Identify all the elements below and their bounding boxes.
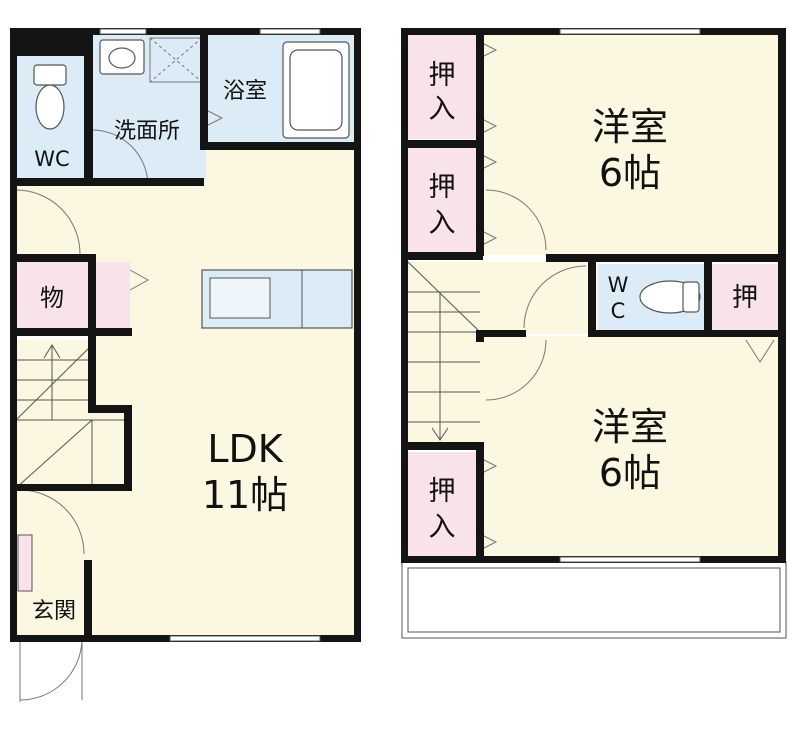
door-swings-1f [15, 109, 224, 702]
wc2-label-c: C [611, 299, 626, 323]
storage-floor [16, 262, 88, 330]
stairs2-floor [408, 262, 480, 442]
wc2-label-w: W [608, 273, 629, 297]
closet3-label-top: 押 [429, 476, 456, 507]
washbasin-icon [99, 39, 145, 75]
wc1-label: WC [34, 147, 69, 171]
closet1-floor [408, 35, 476, 139]
balcony [401, 561, 787, 639]
western1-size-label: 6帖 [599, 151, 661, 195]
bathroom-label: 浴室 [223, 79, 267, 104]
western2-size-label: 6帖 [599, 451, 661, 495]
stairs-1f [15, 344, 130, 489]
first-floor [10, 28, 361, 702]
ldk-size-label: 11帖 [202, 473, 288, 517]
kitchen-counter [201, 269, 353, 329]
stairs-floor [16, 340, 130, 488]
room-labels: WC 洗面所 浴室 物 玄関 LDK 11帖 洋室 6帖 洋室 6帖 W C 押… [32, 60, 758, 624]
toilet-icon [33, 64, 67, 130]
storage-label: 物 [40, 284, 64, 312]
western2-label: 洋室 [592, 405, 668, 449]
ldk-label: LDK [207, 427, 283, 471]
entrance-label: 玄関 [32, 599, 76, 624]
western1-floor [480, 35, 778, 255]
closet3-floor [408, 452, 476, 556]
western1-label: 洋室 [592, 105, 668, 149]
toilet2-icon [639, 280, 701, 314]
closet3-label-bottom: 入 [429, 512, 456, 543]
stairs-2f [407, 261, 481, 441]
closet2-label-top: 押 [429, 172, 456, 203]
closet2-floor [408, 148, 476, 252]
washroom-label: 洗面所 [114, 119, 180, 144]
walls-1f [10, 28, 361, 642]
ldk-floor [92, 150, 354, 635]
windows-2f [559, 28, 701, 563]
closet2-label-bottom: 入 [429, 208, 456, 239]
hall-floor [16, 185, 94, 260]
storage2-floor [96, 262, 130, 330]
closet1-label-top: 押 [429, 60, 456, 91]
second-floor [401, 28, 787, 639]
closet1-label-bottom: 入 [429, 94, 456, 125]
windows-1f [99, 28, 321, 642]
shoe-cabinet [17, 534, 33, 592]
western2-floor [480, 336, 778, 558]
bathtub-icon [282, 41, 350, 139]
closet-small-label: 押 [732, 283, 758, 313]
closet-small-floor [712, 264, 778, 330]
